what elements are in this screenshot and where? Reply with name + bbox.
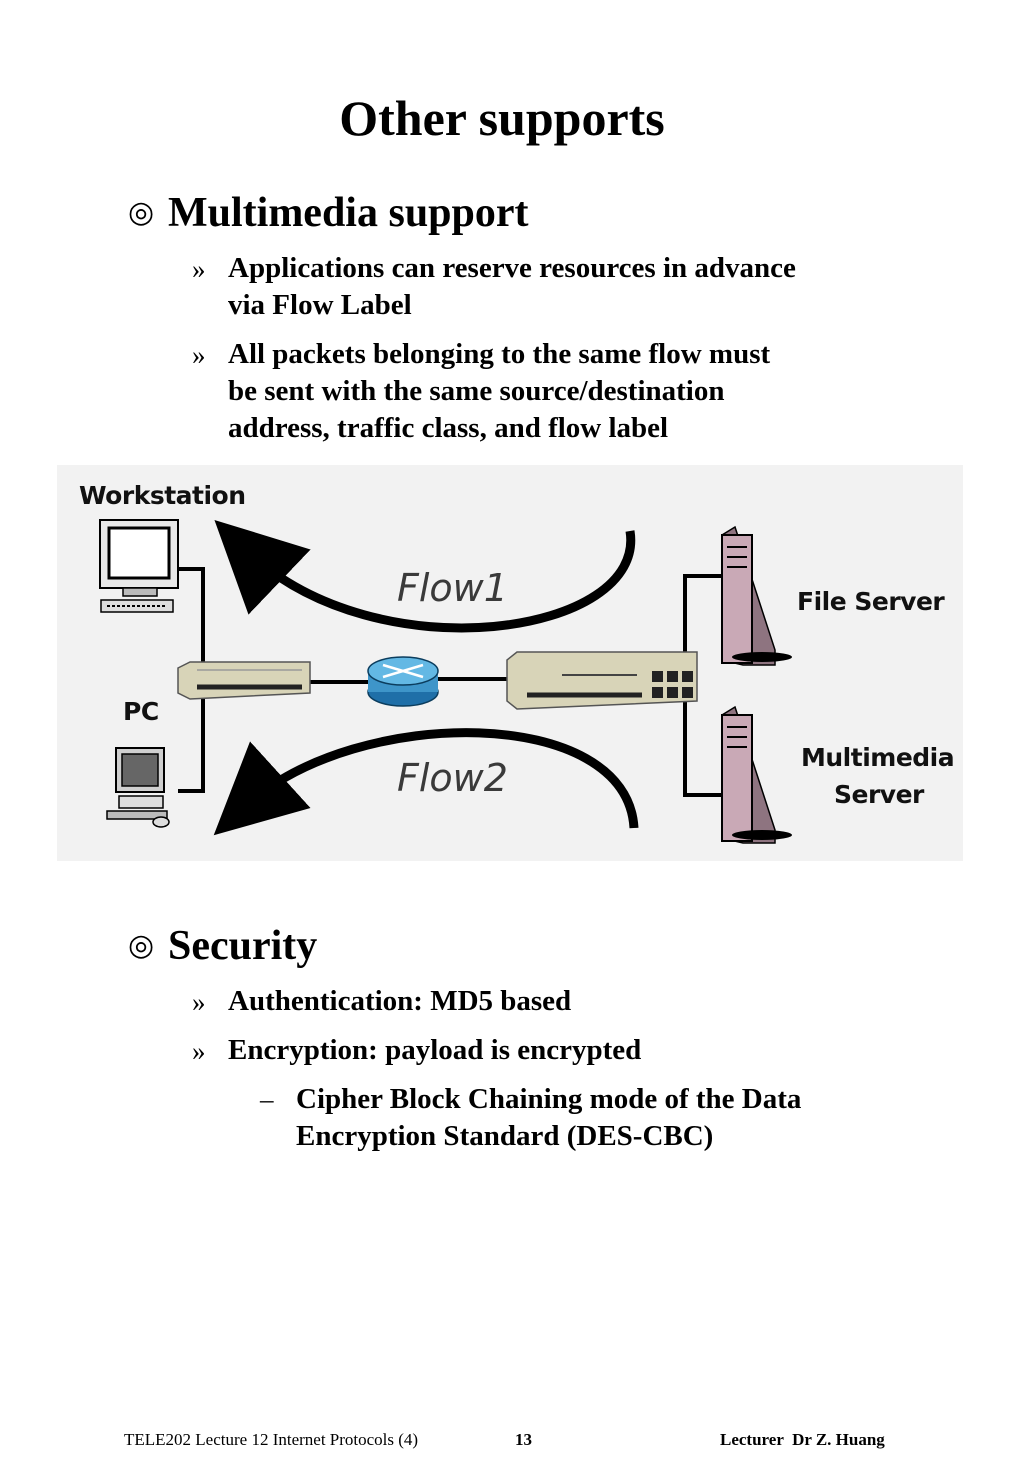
bullet-des-cbc-text: Cipher Block Chaining mode of the Data E… [296,1081,801,1155]
sub-bullet-marker: » [192,1036,206,1066]
flow2-arrow [213,728,639,836]
bullet-authentication-text: Authentication: MD5 based [228,983,571,1020]
bullet-same-flow-text: All packets belonging to the same flow m… [228,336,770,447]
flow1-label: Flow1 [397,566,508,610]
section-heading-security: Security [168,923,318,969]
file-server-label: File Server [797,587,945,616]
sub-bullet-marker: » [192,340,206,370]
slide-title: Other supports [339,90,665,146]
section-bullet-icon: ◎ [128,929,155,962]
text-line: Authentication: MD5 based [228,985,572,1017]
pc-icon [106,747,170,828]
sub-sub-bullet-marker: – [260,1084,274,1114]
footer-page-number: 13 [515,1430,532,1449]
switch-icon [506,651,698,710]
footer-lecturer: Lecturer Dr Z. Huang [720,1430,885,1449]
file-server-icon [721,525,792,666]
bullet-flow-label-text: Applications can reserve resources in ad… [228,250,796,324]
text-line: Encryption: payload is encrypted [228,1034,642,1066]
text-line: All packets belonging to the same flow m… [228,338,771,370]
text-line: Applications can reserve resources in ad… [228,252,796,284]
sub-bullet-marker: » [192,254,206,284]
flow2-label: Flow2 [397,756,508,800]
flow1-arrow [214,519,636,633]
multimedia-server-icon [721,705,792,844]
multimedia-server-label-line2: Server [834,780,924,809]
text-line: Cipher Block Chaining mode of the Data [296,1083,802,1115]
pc-label: PC [123,697,159,726]
hub-icon [177,661,311,700]
section-bullet-icon: ◎ [128,196,155,229]
text-line: Encryption Standard (DES-CBC) [296,1120,714,1152]
router-icon [367,656,439,707]
bullet-encryption-text: Encryption: payload is encrypted [228,1032,641,1069]
workstation-label: Workstation [79,481,246,510]
network-flow-diagram: Workstation PC File Server Multimedia Se… [57,465,963,861]
section-heading-multimedia: Multimedia support [168,190,529,236]
text-line: address, traffic class, and flow label [228,412,669,444]
footer-course: TELE202 Lecture 12 Internet Protocols (4… [124,1430,419,1449]
multimedia-server-label-line1: Multimedia [801,743,955,772]
text-line: be sent with the same source/destination [228,375,725,407]
sub-bullet-marker: » [192,987,206,1017]
text-line: via Flow Label [228,289,412,321]
workstation-icon [99,519,179,613]
